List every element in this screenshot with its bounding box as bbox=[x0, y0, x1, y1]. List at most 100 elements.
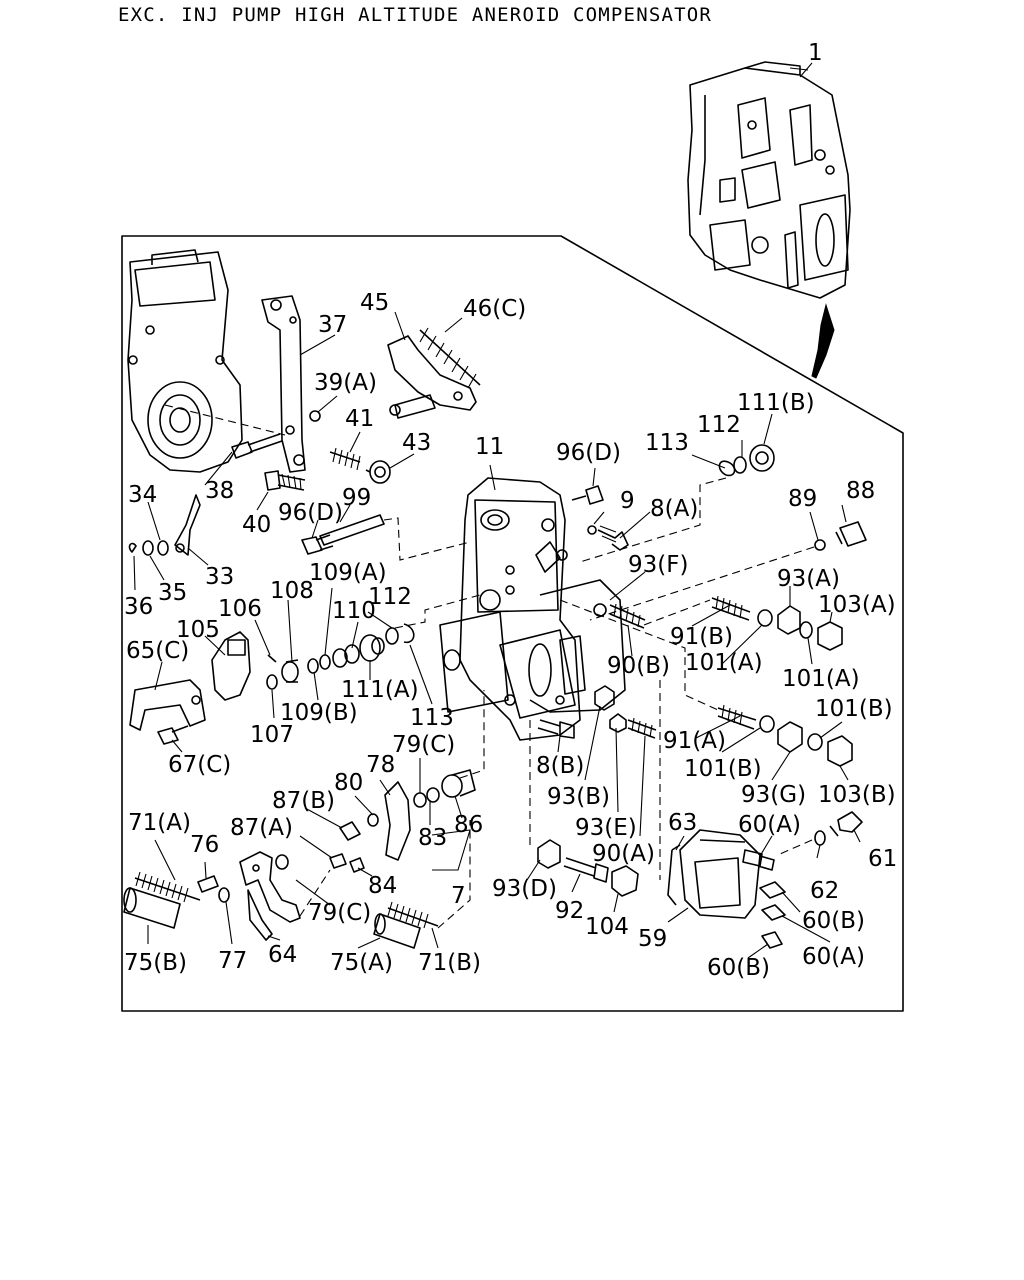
part-label: 60(B) bbox=[707, 955, 770, 981]
plug-111a bbox=[359, 634, 385, 662]
stud-90b bbox=[609, 603, 646, 629]
part-label: 108 bbox=[270, 578, 314, 604]
nut-84 bbox=[349, 857, 365, 873]
lever-37 bbox=[261, 295, 306, 473]
block-105 bbox=[211, 631, 251, 701]
part-label: 80 bbox=[334, 770, 363, 796]
washer-101b bbox=[759, 715, 775, 733]
part-label: 76 bbox=[190, 832, 219, 858]
washer-109b bbox=[307, 658, 319, 674]
part-label: 86 bbox=[454, 812, 483, 838]
part-label: 78 bbox=[366, 752, 395, 778]
nut-93d bbox=[537, 839, 561, 869]
sleeve-75b bbox=[123, 887, 181, 929]
ring-39 bbox=[309, 410, 321, 422]
bushing-108 bbox=[281, 659, 299, 683]
bolt-8a bbox=[597, 525, 629, 551]
page-title: EXC. INJ PUMP HIGH ALTITUDE ANEROID COMP… bbox=[118, 4, 713, 26]
washer-101a-2 bbox=[799, 621, 813, 639]
bolt-60b-mid bbox=[759, 881, 786, 899]
part-label: 84 bbox=[368, 873, 397, 899]
lever-78 bbox=[384, 781, 411, 861]
part-label: 34 bbox=[128, 482, 157, 508]
part-label: 1 bbox=[808, 40, 823, 66]
part-label: 7 bbox=[451, 883, 466, 909]
assembly-arrow bbox=[811, 303, 835, 379]
part-label: 103(A) bbox=[818, 592, 896, 618]
part-label: 93(D) bbox=[492, 876, 557, 902]
spring-71a bbox=[134, 871, 201, 903]
washer-9 bbox=[587, 525, 597, 535]
part-label: 93(F) bbox=[628, 552, 688, 578]
sleeve-75a bbox=[373, 913, 421, 949]
part-label: 61 bbox=[868, 846, 897, 872]
leader-lines bbox=[133, 62, 861, 959]
pin-99 bbox=[319, 514, 385, 546]
part-label: 87(B) bbox=[272, 788, 335, 814]
part-label: 60(A) bbox=[802, 944, 865, 970]
bushing-43 bbox=[365, 460, 391, 484]
clip-113-top bbox=[718, 460, 736, 477]
nut-93b bbox=[594, 685, 615, 711]
part-label: 87(A) bbox=[230, 815, 293, 841]
clip-77 bbox=[218, 887, 230, 903]
bolt-96d-left bbox=[301, 534, 334, 555]
part-label: 62 bbox=[810, 878, 839, 904]
spring-46 bbox=[419, 327, 481, 389]
gasket-63 bbox=[667, 844, 681, 906]
part-label: 89 bbox=[788, 486, 817, 512]
part-label: 45 bbox=[360, 290, 389, 316]
bolt-8b bbox=[537, 719, 575, 739]
part-label: 38 bbox=[205, 478, 234, 504]
part-label: 9 bbox=[620, 488, 635, 514]
part-label: 75(A) bbox=[330, 950, 393, 976]
stud-91a bbox=[717, 704, 757, 730]
part-label: 33 bbox=[205, 564, 234, 590]
part-label: 112 bbox=[368, 584, 412, 610]
part-label: 8(A) bbox=[650, 496, 698, 522]
part-label: 60(B) bbox=[802, 908, 865, 934]
stud-90a bbox=[627, 717, 657, 739]
part-label: 79(C) bbox=[392, 732, 455, 758]
part-label: 107 bbox=[250, 722, 294, 748]
pump-assembly-thumbnail bbox=[687, 61, 851, 299]
part-label: 113 bbox=[410, 705, 454, 731]
part-label: 90(B) bbox=[607, 653, 670, 679]
detail-frame bbox=[121, 235, 904, 1012]
bolt-60a-top bbox=[742, 849, 775, 871]
part-label: 113 bbox=[645, 430, 689, 456]
pump-body-11 bbox=[439, 477, 581, 741]
part-label: 103(B) bbox=[818, 782, 896, 808]
part-label: 39(A) bbox=[314, 370, 377, 396]
part-label: 93(B) bbox=[547, 784, 610, 810]
bolt-67c bbox=[157, 725, 189, 745]
part-label: 79(C) bbox=[308, 900, 371, 926]
part-label: 90(A) bbox=[592, 841, 655, 867]
bolt-92 bbox=[563, 857, 609, 883]
assembly-pointer bbox=[789, 67, 809, 71]
bolt-40 bbox=[264, 470, 306, 491]
bolt-87b bbox=[339, 821, 361, 841]
part-label: 99 bbox=[342, 485, 371, 511]
part-label: 35 bbox=[158, 580, 187, 606]
part-label: 112 bbox=[697, 412, 741, 438]
pin-76 bbox=[197, 875, 219, 893]
cover-59 bbox=[679, 829, 761, 919]
washer-79c-lower bbox=[275, 854, 289, 870]
housing-part bbox=[127, 249, 243, 473]
washer-89 bbox=[814, 539, 826, 551]
part-label: 40 bbox=[242, 512, 271, 538]
part-label: 106 bbox=[218, 596, 262, 622]
part-label: 67(C) bbox=[168, 752, 231, 778]
part-label: 101(A) bbox=[782, 666, 860, 692]
washer-107 bbox=[266, 674, 278, 690]
part-label: 59 bbox=[638, 926, 667, 952]
nut-93a bbox=[777, 605, 801, 635]
part-label: 77 bbox=[218, 948, 247, 974]
part-label: 96(D) bbox=[556, 440, 621, 466]
spring-71b bbox=[387, 901, 439, 929]
part-label: 93(G) bbox=[741, 782, 806, 808]
part-label: 110 bbox=[332, 598, 376, 624]
part-label: 88 bbox=[846, 478, 875, 504]
